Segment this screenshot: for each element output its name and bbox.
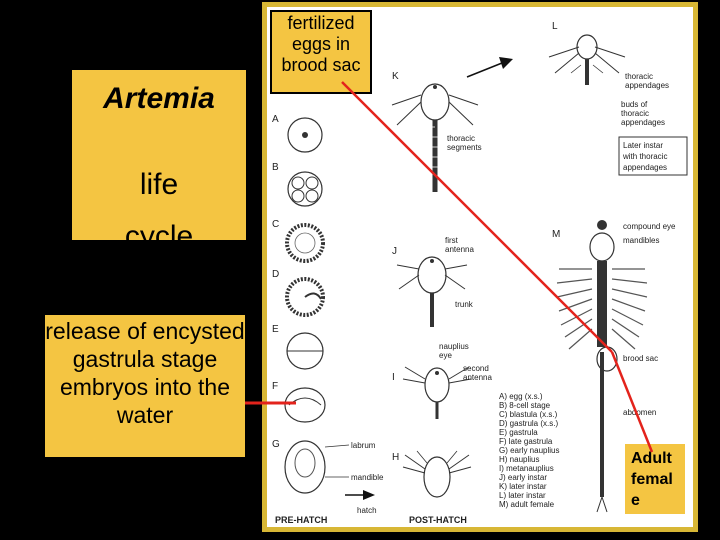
later-instar-l-drawing xyxy=(548,34,626,85)
legend-item: L) later instar xyxy=(499,491,546,500)
hatch-arrow xyxy=(345,490,375,500)
gastrula-drawing xyxy=(286,332,324,370)
legend-item: A) egg (x.s.) xyxy=(499,392,543,401)
title-box: Artemia life cycle xyxy=(72,70,246,240)
title-species: Artemia xyxy=(103,82,215,115)
legend-item: M) adult female xyxy=(499,500,555,509)
label-brood-sac: brood sac xyxy=(623,354,658,363)
legend-item: B) 8-cell stage xyxy=(499,401,551,410)
metanauplius-drawing xyxy=(402,366,472,419)
adult-line-3: e xyxy=(631,492,640,509)
label-mandibles: mandibles xyxy=(623,236,659,245)
stage-letter-c: C xyxy=(272,219,279,230)
legend-item: C) blastula (x.s.) xyxy=(499,410,558,419)
label-buds-2: thoracic xyxy=(621,109,649,118)
release-note-text: release of encysted gastrula stage embry… xyxy=(45,318,245,428)
stage-letter-d: D xyxy=(272,269,279,280)
stage-letter-m: M xyxy=(552,229,560,240)
label-first-antenna-2: antenna xyxy=(445,245,474,254)
stage-legend: A) egg (x.s.) B) 8-cell stage C) blastul… xyxy=(499,392,559,509)
label-post-hatch: POST-HATCH xyxy=(409,515,467,525)
legend-item: D) gastrula (x.s.) xyxy=(499,419,558,428)
stage-letter-h: H xyxy=(392,452,399,463)
label-thoracic-segments-2: segments xyxy=(447,143,482,152)
label-nauplius-eye-2: eye xyxy=(439,351,452,360)
legend-item: G) early nauplius xyxy=(499,446,559,455)
nauplius-drawing xyxy=(402,450,472,498)
stage-letter-b: B xyxy=(272,162,279,173)
blastula-drawing xyxy=(285,223,325,263)
label-pre-hatch: PRE-HATCH xyxy=(275,515,327,525)
stage-letter-j: J xyxy=(392,246,397,257)
later-instar-box-line3: appendages xyxy=(623,163,667,172)
legend-item: K) later instar xyxy=(499,482,547,491)
eight-cell-drawing xyxy=(287,171,323,207)
stage-letter-e: E xyxy=(272,324,279,335)
release-note-box: release of encysted gastrula stage embry… xyxy=(45,315,245,457)
label-buds-1: buds of xyxy=(621,100,648,109)
stage-letter-i: I xyxy=(392,372,395,383)
adult-line-1: Adult xyxy=(631,450,672,467)
legend-item: F) late gastrula xyxy=(499,437,553,446)
label-thoracic-segments-1: thoracic xyxy=(447,134,475,143)
stage-letter-f: F xyxy=(272,381,278,392)
label-compound-eye: compound eye xyxy=(623,222,676,231)
label-hatch: hatch xyxy=(357,506,377,515)
label-trunk: trunk xyxy=(455,300,474,309)
early-nauplius-drawing xyxy=(284,440,350,494)
label-abdomen: abdomen xyxy=(623,408,656,417)
label-thoracic-appendages-1: thoracic xyxy=(625,72,653,81)
label-nauplius-eye-1: nauplius xyxy=(439,342,469,351)
stage-letter-k: K xyxy=(392,71,399,82)
legend-item: I) metanauplius xyxy=(499,464,554,473)
fertilized-eggs-text: fertilized eggs in brood sac xyxy=(281,13,361,75)
later-instar-box xyxy=(618,136,688,176)
title-line2: life xyxy=(139,168,179,201)
label-first-antenna-1: first xyxy=(445,236,459,245)
title-line3: cycle xyxy=(124,220,194,240)
stage-letter-l: L xyxy=(552,21,558,32)
egg-drawing xyxy=(287,117,323,153)
label-buds-3: appendages xyxy=(621,118,665,127)
label-thoracic-appendages-2: appendages xyxy=(625,81,669,90)
legend-item: H) nauplius xyxy=(499,455,539,464)
stage-arrow xyxy=(466,57,513,78)
label-second-antenna-1: second xyxy=(463,364,489,373)
later-instar-box-line1: Later instar xyxy=(623,141,663,150)
legend-item: J) early instar xyxy=(499,473,547,482)
label-second-antenna-2: antenna xyxy=(463,373,492,382)
label-mandible: mandible xyxy=(351,473,384,482)
adult-line-2: femal xyxy=(631,471,673,488)
adult-female-box: Adult femal e xyxy=(625,444,685,514)
legend-item: E) gastrula xyxy=(499,428,538,437)
early-instar-drawing xyxy=(396,256,468,327)
later-instar-box-line2: with thoracic xyxy=(622,152,667,161)
life-cycle-drawing: A B C D E F G H I J K L M xyxy=(272,21,688,525)
gastrula-xs-drawing xyxy=(285,277,325,317)
stage-letter-a: A xyxy=(272,114,279,125)
fertilized-eggs-box: fertilized eggs in brood sac xyxy=(270,10,372,94)
label-labrum: labrum xyxy=(351,441,376,450)
stage-letter-g: G xyxy=(272,439,280,450)
late-gastrula-drawing xyxy=(284,387,326,423)
